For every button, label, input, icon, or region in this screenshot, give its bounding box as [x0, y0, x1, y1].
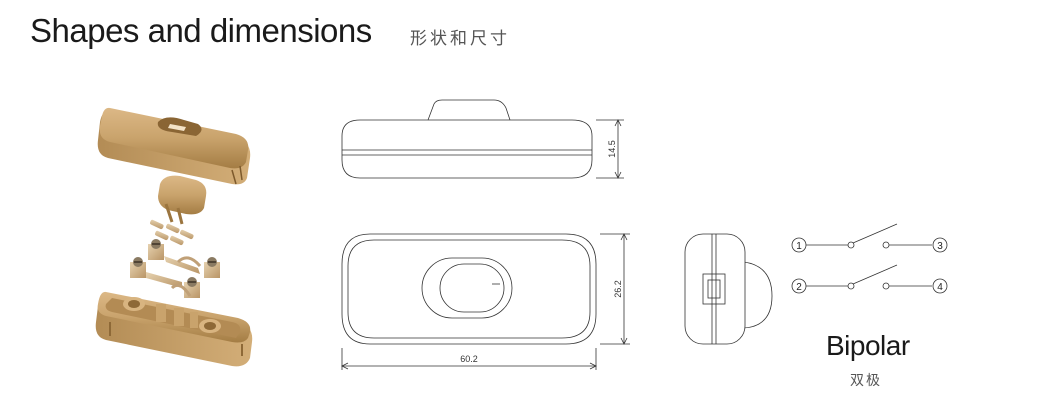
terminal-1 — [791, 237, 807, 253]
terminal-3 — [932, 237, 948, 253]
base-housing — [95, 291, 253, 367]
terminal-1-label: 1 — [796, 241, 802, 252]
contact-strips — [150, 219, 194, 246]
end-body-outline — [684, 233, 746, 345]
top-view-drawing — [341, 233, 630, 370]
page-title: Shapes and dimensions — [30, 12, 372, 49]
end-view-rocker — [743, 261, 773, 329]
terminal-screws — [130, 239, 220, 298]
switch-blade-upper — [852, 223, 898, 244]
side-body-outline — [341, 119, 593, 179]
terminal-4-label: 4 — [937, 282, 943, 293]
wiring-type-label: Bipolar — [826, 330, 910, 361]
page-subtitle: 形状和尺寸 — [410, 29, 510, 49]
exploded-product-view — [95, 107, 253, 367]
terminal-2 — [791, 278, 807, 294]
wiring-type-sublabel: 双极 — [850, 373, 882, 389]
length-dimension-label: 60.2 — [460, 354, 478, 364]
rocker-knob — [158, 175, 207, 225]
top-cover — [97, 107, 251, 185]
height-dimension-label: 14.5 — [607, 140, 617, 158]
terminal-4 — [932, 278, 948, 294]
width-dimension-label: 26.2 — [613, 280, 623, 298]
switch-blade-lower — [852, 264, 898, 285]
terminal-2-label: 2 — [796, 282, 802, 293]
rocker-opening-outline — [421, 257, 513, 319]
wiring-diagram — [791, 223, 948, 294]
rocker-outline — [427, 99, 511, 121]
end-view-drawing — [684, 233, 773, 345]
top-body-outline — [341, 233, 597, 345]
side-view-drawing — [341, 99, 624, 179]
terminal-3-label: 3 — [937, 241, 943, 252]
